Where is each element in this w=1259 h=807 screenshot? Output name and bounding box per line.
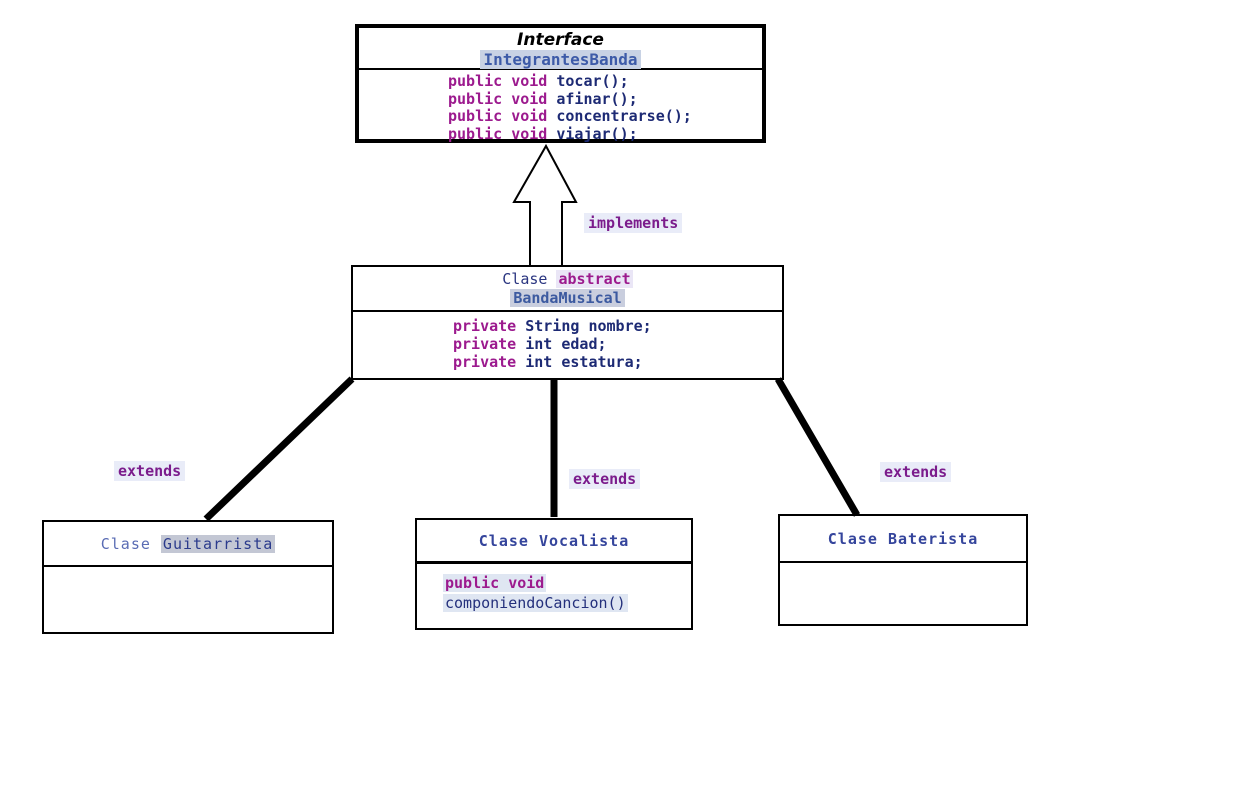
field-line: private int edad;: [453, 335, 782, 353]
method-keyword: public void: [448, 72, 557, 90]
interface-method-line: public void afinar();: [448, 89, 762, 109]
abstract-class-name: BandaMusical: [510, 289, 625, 307]
baterista-header: Clase Baterista: [780, 516, 1026, 563]
interface-stereotype: Interface: [517, 30, 604, 50]
interface-box-header: Interface IntegrantesBanda: [359, 28, 762, 70]
method-signature: tocar();: [556, 72, 629, 90]
field-keyword: private: [453, 335, 526, 353]
clase-label: Clase: [100, 534, 161, 553]
field-line: private int estatura;: [453, 353, 782, 371]
interface-method-line: public void concentrarse();: [448, 107, 762, 126]
field-declaration: int edad;: [525, 335, 607, 353]
vocalista-method-keyword-line: public void: [443, 574, 691, 594]
vocalista-method-name-line: componiendoCancion(): [443, 593, 691, 614]
extends-line-left: [203, 376, 355, 522]
method-signature: concentrarse();: [556, 107, 692, 125]
method-keyword: public void: [448, 107, 557, 125]
field-keyword: private: [453, 317, 526, 335]
abstract-box-header: Clase abstract BandaMusical: [353, 267, 782, 312]
method-signature: afinar();: [556, 89, 638, 108]
method-signature: viajar();: [556, 124, 638, 143]
implements-hollow-arrow-icon: [512, 143, 578, 267]
vocalista-header: Clase Vocalista: [417, 520, 691, 564]
field-declaration: String nombre;: [525, 317, 652, 335]
interface-name: IntegrantesBanda: [480, 50, 641, 69]
interface-method-line: public void tocar();: [448, 72, 762, 91]
method-name: componiendoCancion(): [443, 593, 628, 612]
interface-method-line: public void viajar();: [448, 124, 762, 144]
guitarrista-header: Clase Guitarrista: [44, 522, 332, 567]
clase-label: Clase: [502, 270, 557, 288]
extends-line-right: [774, 377, 861, 517]
abstract-fields-section: private String nombre; private int edad;…: [353, 312, 782, 371]
subclass-box-baterista: Clase Baterista: [778, 514, 1028, 626]
field-declaration: int estatura;: [525, 353, 643, 371]
extends-label-left: extends: [114, 461, 186, 481]
guitarrista-class-name: Guitarrista: [160, 534, 276, 553]
field-line: private String nombre;: [453, 317, 782, 335]
extends-label-center: extends: [569, 469, 641, 489]
interface-methods-section: public void tocar(); public void afinar(…: [359, 70, 762, 143]
abstract-class-box: Clase abstract BandaMusical private Stri…: [351, 265, 784, 380]
extends-label-right: extends: [880, 462, 952, 482]
abstract-keyword: abstract: [556, 270, 633, 288]
abstract-title-line: Clase abstract: [353, 270, 782, 289]
method-keyword: public void: [443, 574, 547, 592]
interface-box: Interface IntegrantesBanda public void t…: [355, 24, 766, 143]
field-keyword: private: [453, 353, 526, 371]
method-keyword: public void: [448, 89, 557, 108]
abstract-name-line: BandaMusical: [353, 289, 782, 307]
implements-label: implements: [584, 213, 683, 233]
method-keyword: public void: [448, 124, 557, 143]
subclass-box-vocalista: Clase Vocalista public void componiendoC…: [415, 518, 693, 630]
subclass-box-guitarrista: Clase Guitarrista: [42, 520, 334, 634]
interface-name-line: IntegrantesBanda: [359, 50, 762, 69]
vocalista-body: public void componiendoCancion(): [417, 564, 691, 613]
